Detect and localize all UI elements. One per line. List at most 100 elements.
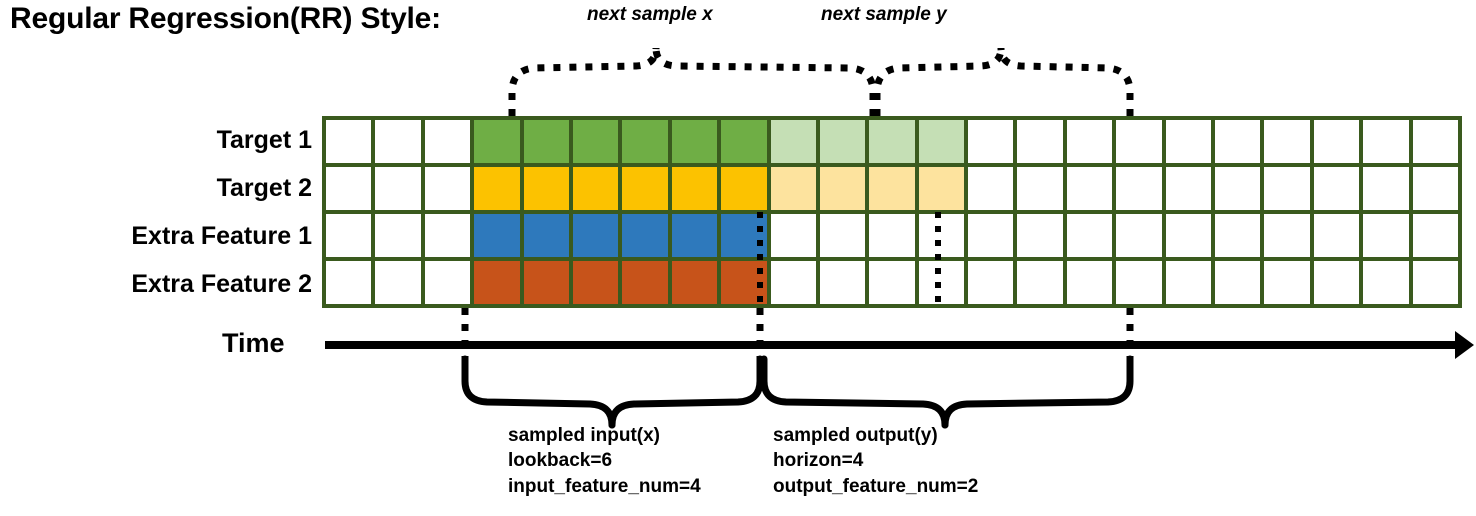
grid-cell-r3-c5: [523, 214, 569, 257]
annotation-sampled-output: sampled output(y) horizon=4 output_featu…: [773, 423, 978, 499]
grid-cell-r3-c12: [869, 214, 915, 257]
grid-cell-r3-c15: [1017, 214, 1063, 257]
dotted-guide-lines: [461, 308, 1134, 370]
row-label-target-2: Target 2: [0, 164, 312, 212]
grid-cell-r1-c2: [375, 120, 421, 163]
time-axis-arrow: [325, 331, 1474, 359]
grid-cell-r3-c1: [326, 214, 372, 257]
grid-cell-r4-c19: [1215, 261, 1261, 304]
grid-cell-r1-c13: [918, 120, 965, 163]
grid-cell-r1-c12: [869, 120, 915, 163]
grid-cell-r1-c14: [968, 120, 1014, 163]
grid-cell-r4-c18: [1165, 261, 1212, 304]
grid-cell-r3-c6: [572, 214, 619, 257]
annotation-sampled-input: sampled input(x) lookback=6 input_featur…: [508, 423, 701, 499]
grid-cell-r2-c5: [523, 167, 569, 210]
grid-cell-r1-c17: [1116, 120, 1162, 163]
grid-cell-r1-c1: [326, 120, 372, 163]
grid-cell-r3-c7: [622, 214, 668, 257]
grid-cell-r4-c21: [1313, 261, 1360, 304]
curly-brace-sampled-output: [760, 355, 1134, 429]
grid-cell-r2-c17: [1116, 167, 1162, 210]
grid-cell-r4-c20: [1264, 261, 1310, 304]
grid-cell-r3-c16: [1066, 214, 1113, 257]
grid-cell-r2-c19: [1215, 167, 1261, 210]
grid-cell-r4-c2: [375, 261, 421, 304]
grid-cell-r4-c5: [523, 261, 569, 304]
time-axis-label: Time: [222, 328, 285, 358]
grid-cell-r4-c22: [1363, 261, 1409, 304]
grid-cell-r1-c21: [1313, 120, 1360, 163]
grid-cell-r3-c2: [375, 214, 421, 257]
grid-cell-r1-c23: [1412, 120, 1458, 163]
grid-cell-r1-c15: [1017, 120, 1063, 163]
dotted-brace-next-sample-x: [508, 47, 877, 116]
row-label-extra-feature-1: Extra Feature 1: [0, 212, 312, 260]
grid-cell-r2-c23: [1412, 167, 1458, 210]
grid-cell-r1-c10: [770, 120, 816, 163]
grid-cell-r2-c11: [819, 167, 866, 210]
curly-brace-sampled-input: [461, 355, 764, 429]
annotation-input-line1: sampled input(x): [508, 425, 661, 446]
grid-cell-r4-c14: [968, 261, 1014, 304]
row-label-text: Extra Feature 2: [131, 269, 312, 298]
page-title: Regular Regression(RR) Style:: [10, 2, 441, 35]
row-label-target-1: Target 1: [0, 116, 312, 164]
grid-cell-r2-c1: [326, 167, 372, 210]
grid-cell-r3-c3: [424, 214, 471, 257]
row-label-text: Extra Feature 1: [131, 221, 312, 250]
grid-cell-r1-c5: [523, 120, 569, 163]
timeline-grid: [322, 116, 1462, 308]
grid-cell-r3-c14: [968, 214, 1014, 257]
grid-cell-r2-c21: [1313, 167, 1360, 210]
grid-cell-r3-c13: [918, 214, 965, 257]
row-label-extra-feature-2: Extra Feature 2: [0, 260, 312, 308]
grid-cell-r2-c6: [572, 167, 619, 210]
dotted-brace-next-sample-y: [873, 47, 1134, 116]
grid-cell-r4-c8: [671, 261, 718, 304]
grid-cell-r4-c13: [918, 261, 965, 304]
annotation-output-line2: horizon=4: [773, 450, 864, 472]
grid-cell-r3-c23: [1412, 214, 1458, 257]
grid-cell-r2-c12: [869, 167, 915, 210]
grid-cell-r3-c4: [474, 214, 520, 257]
grid-cell-r2-c13: [918, 167, 965, 210]
grid-cell-r2-c4: [474, 167, 520, 210]
grid-cell-r1-c6: [572, 120, 619, 163]
grid-cell-r4-c6: [572, 261, 619, 304]
grid-cell-r3-c11: [819, 214, 866, 257]
grid-cell-r4-c11: [819, 261, 866, 304]
grid-cell-r4-c17: [1116, 261, 1162, 304]
annotation-output-line3: output_feature_num=2: [773, 475, 979, 497]
grid-cell-r3-c18: [1165, 214, 1212, 257]
grid-cell-r4-c3: [424, 261, 471, 304]
grid-cell-r1-c4: [474, 120, 520, 163]
grid-cell-r3-c21: [1313, 214, 1360, 257]
grid-cell-r2-c18: [1165, 167, 1212, 210]
grid-cell-r3-c17: [1116, 214, 1162, 257]
grid-cell-r4-c23: [1412, 261, 1458, 304]
grid-cell-r2-c8: [671, 167, 718, 210]
grid-cell-r4-c1: [326, 261, 372, 304]
row-label-text: Target 1: [216, 125, 312, 154]
grid-cell-r1-c16: [1066, 120, 1113, 163]
grid-cell-r2-c20: [1264, 167, 1310, 210]
grid-cell-r4-c4: [474, 261, 520, 304]
grid-cell-r4-c7: [622, 261, 668, 304]
grid-cell-r4-c15: [1017, 261, 1063, 304]
row-label-text: Target 2: [216, 173, 312, 202]
annotation-input-line2: lookback=6: [508, 450, 613, 472]
row-label-column: Target 1 Target 2 Extra Feature 1 Extra …: [0, 116, 312, 308]
grid-cell-r3-c9: [721, 214, 767, 257]
grid-cell-r1-c8: [671, 120, 718, 163]
caption-next-sample-x: next sample x: [587, 4, 713, 25]
grid-cell-r2-c9: [721, 167, 767, 210]
grid-cell-r1-c11: [819, 120, 866, 163]
grid-cell-r2-c3: [424, 167, 471, 210]
grid-cell-r3-c22: [1363, 214, 1409, 257]
grid-cell-r2-c7: [622, 167, 668, 210]
grid-cell-r3-c19: [1215, 214, 1261, 257]
annotation-input-line3: input_feature_num=4: [508, 475, 701, 497]
grid-cell-r3-c20: [1264, 214, 1310, 257]
